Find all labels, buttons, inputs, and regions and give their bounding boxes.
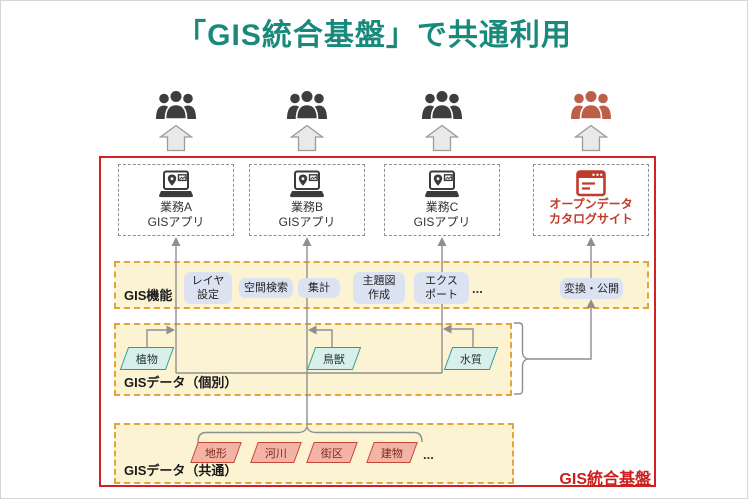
users-group-highlight-icon (571, 89, 611, 120)
up-arrow-icon (159, 124, 193, 152)
page-title: 「GIS統合基盤」で共通利用 (176, 19, 572, 52)
gis-platform-frame (99, 156, 656, 487)
gis-data-individual-label: GISデータ（個別） (124, 375, 238, 390)
functions-ellipsis: ... (472, 281, 483, 296)
data-item-water-quality: 水質 (443, 347, 499, 370)
function-chip-layer-settings: レイヤ設定 (184, 272, 232, 304)
function-chip-thematic-map: 主題図作成 (353, 272, 405, 304)
users-group-icon (287, 89, 327, 120)
gis-data-common-label: GISデータ（共通） (124, 463, 238, 478)
function-chip-convert-publish: 変換・公開 (560, 278, 623, 299)
app-label: オープンデータ (549, 197, 633, 211)
up-arrow-icon (574, 124, 608, 152)
app-label: 業務A (159, 200, 192, 214)
laptop-gis-icon (425, 170, 459, 198)
laptop-gis-icon (159, 170, 193, 198)
data-item-wildlife: 鳥獣 (306, 347, 362, 370)
users-group-icon (422, 89, 462, 120)
app-label: カタログサイト (548, 212, 633, 226)
data-item-terrain: 地形 (190, 442, 242, 463)
app-label: GISアプリ (413, 215, 471, 229)
common-data-ellipsis: ... (423, 447, 434, 462)
laptop-gis-icon (290, 170, 324, 198)
app-label: GISアプリ (147, 215, 205, 229)
function-chip-spatial-search: 空間検索 (239, 278, 293, 298)
data-item-buildings: 建物 (366, 442, 418, 463)
gis-platform-label: GIS統合基盤 (559, 471, 651, 488)
app-label: 業務B (290, 200, 323, 214)
app-box-opendata-catalog: オープンデータ カタログサイト (533, 164, 649, 236)
data-item-blocks: 街区 (306, 442, 358, 463)
data-item-rivers: 河川 (250, 442, 302, 463)
app-box-gyomu-c: 業務C GISアプリ (384, 164, 500, 236)
app-box-gyomu-a: 業務A GISアプリ (118, 164, 234, 236)
data-item-plants: 植物 (119, 347, 175, 370)
function-chip-export: エクスポート (414, 272, 469, 304)
users-group-icon (156, 89, 196, 120)
up-arrow-icon (290, 124, 324, 152)
gis-functions-label: GIS機能 (124, 288, 173, 303)
app-box-gyomu-b: 業務B GISアプリ (249, 164, 365, 236)
up-arrow-icon (425, 124, 459, 152)
browser-window-icon (576, 170, 606, 197)
function-chip-aggregation: 集計 (298, 278, 340, 298)
app-label: GISアプリ (278, 215, 336, 229)
app-label: 業務C (425, 200, 459, 214)
